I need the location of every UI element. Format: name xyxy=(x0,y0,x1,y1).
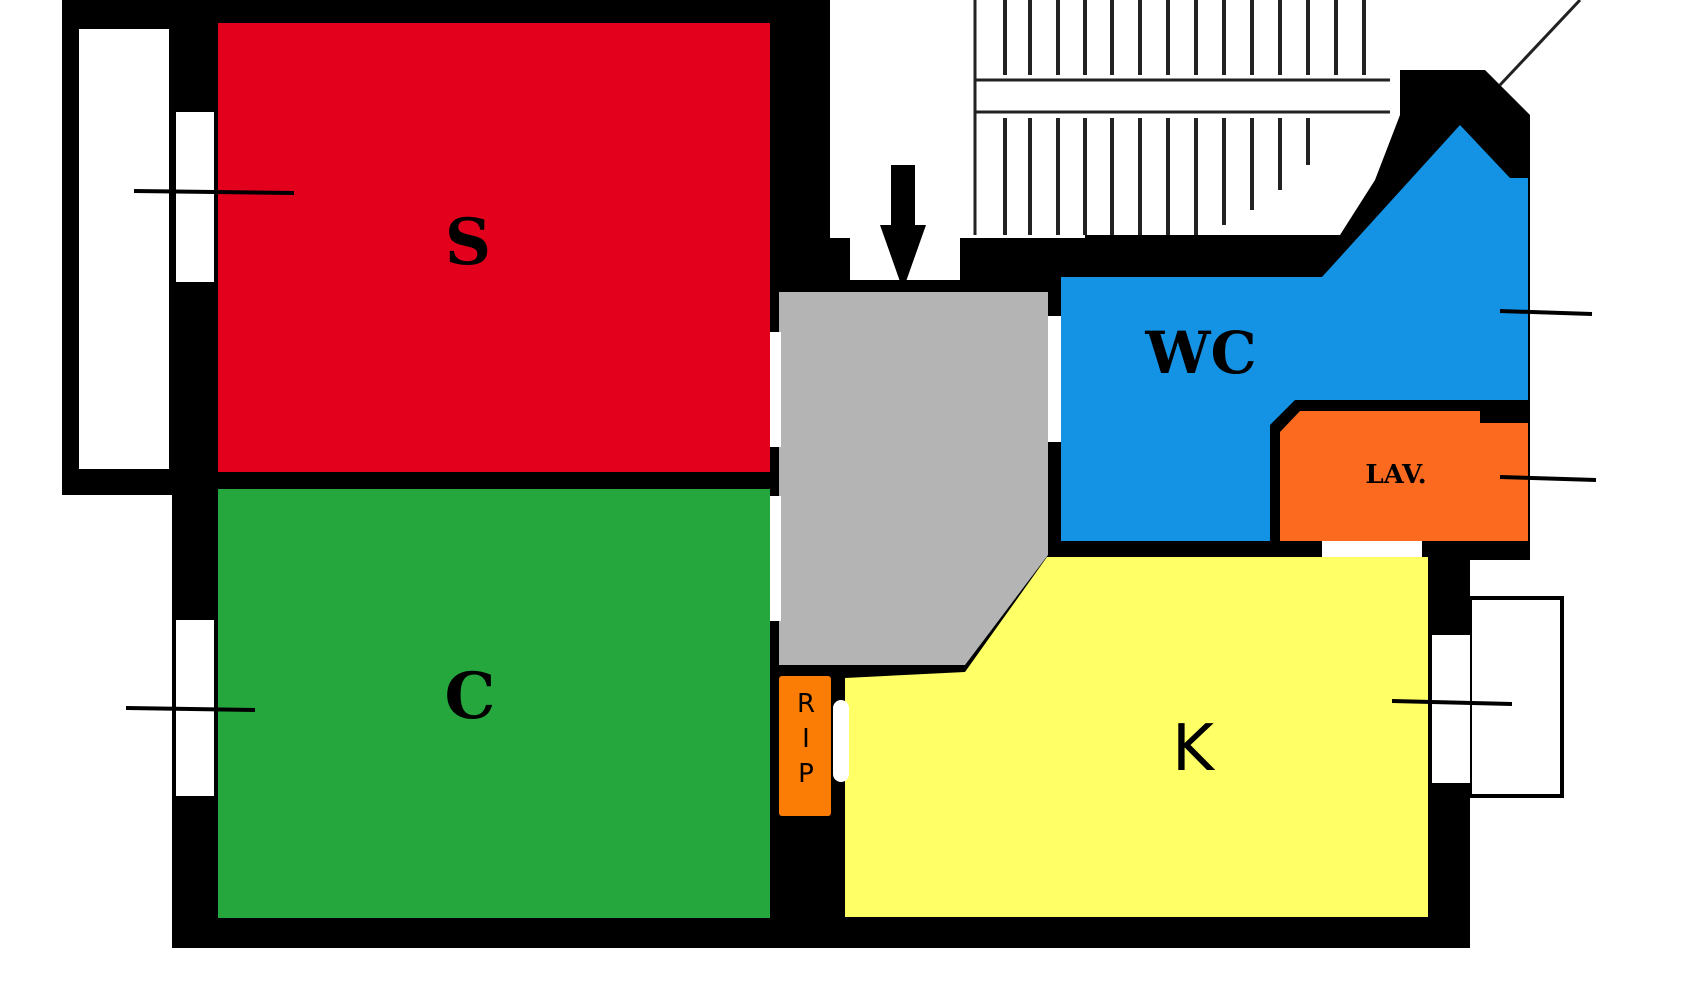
room-c xyxy=(218,489,770,918)
room-s xyxy=(218,23,770,472)
room-k xyxy=(845,557,1428,917)
room-rip xyxy=(779,676,831,816)
rip-letter-p: P xyxy=(798,759,814,789)
room-wc xyxy=(1061,125,1528,541)
balcony-kitchen xyxy=(1468,596,1564,798)
window-lav xyxy=(1533,432,1561,530)
door-rip xyxy=(833,700,849,782)
room-label-wc: WC xyxy=(1144,319,1256,387)
arrow-down-icon xyxy=(880,165,926,290)
room-hall xyxy=(779,292,1048,665)
door-s xyxy=(770,332,781,447)
room-label-k: K xyxy=(1172,712,1216,786)
window-k xyxy=(1432,635,1470,783)
room-label-c: C xyxy=(445,659,496,734)
room-label-lav: LAV. xyxy=(1365,460,1426,490)
door-k xyxy=(1322,541,1422,557)
window-marks xyxy=(125,189,1597,712)
staircase xyxy=(973,0,1582,235)
room-label-s: S xyxy=(445,205,491,280)
window-s xyxy=(176,112,214,282)
door-c xyxy=(770,496,781,621)
rip-letter-r: R xyxy=(797,689,815,719)
rip-letter-i: I xyxy=(802,724,810,754)
balcony xyxy=(73,23,175,475)
room-lav xyxy=(1280,411,1528,541)
door-wc xyxy=(1048,316,1061,442)
